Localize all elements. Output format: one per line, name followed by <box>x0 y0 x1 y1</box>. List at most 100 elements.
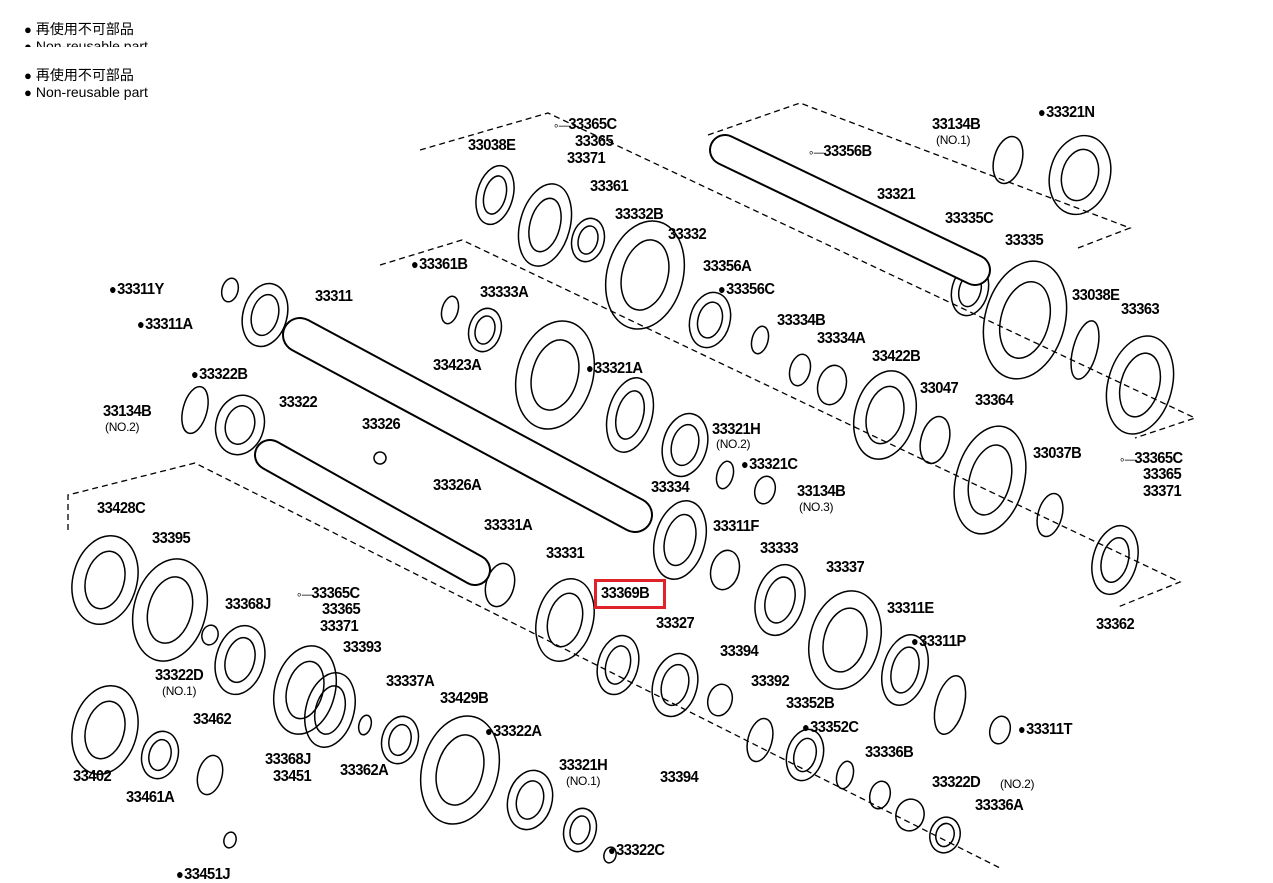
bullet-icon: ● <box>24 85 32 100</box>
part-label-33134b[interactable]: 33134B <box>932 116 981 133</box>
part-label-33451[interactable]: 33451 <box>273 768 312 785</box>
part-label-33321h[interactable]: 33321H <box>559 757 608 774</box>
part-label-33321n[interactable]: ●33321N <box>1038 104 1095 121</box>
part-number: 33365 <box>575 133 614 150</box>
part-label-33321c[interactable]: ●33321C <box>741 456 798 473</box>
part-label-33333[interactable]: 33333 <box>760 540 799 557</box>
part-label-33361[interactable]: 33361 <box>590 178 629 195</box>
part-label-33365[interactable]: 33365 <box>1143 466 1182 483</box>
part-label-33337[interactable]: 33337 <box>826 559 865 576</box>
part-label-33311y[interactable]: ●33311Y <box>109 281 164 298</box>
part-label-33365c[interactable]: ∘—33365C <box>296 585 360 604</box>
part-label-33326a[interactable]: 33326A <box>433 477 482 494</box>
part-number: 33047 <box>920 380 959 397</box>
part-label-33334[interactable]: 33334 <box>651 479 690 496</box>
part-label-33332b[interactable]: 33332B <box>615 206 664 223</box>
part-label-33335[interactable]: 33335 <box>1005 232 1044 249</box>
part-outline <box>1105 335 1175 435</box>
part-label-33322b[interactable]: ●33322B <box>191 366 248 383</box>
part-label-33393[interactable]: 33393 <box>343 639 382 656</box>
part-label-33428c[interactable]: 33428C <box>97 500 146 517</box>
part-label-33311e[interactable]: 33311E <box>887 600 934 617</box>
part-label-33371[interactable]: 33371 <box>1143 483 1182 500</box>
part-label-33356a[interactable]: 33356A <box>703 258 752 275</box>
part-label-33322a[interactable]: ●33322A <box>485 723 542 740</box>
part-label-33371[interactable]: 33371 <box>320 618 359 635</box>
part-outline <box>935 822 955 848</box>
part-label-33311f[interactable]: 33311F <box>713 518 759 535</box>
shaft-outline <box>256 441 489 584</box>
part-label-33462[interactable]: 33462 <box>193 711 232 728</box>
part-label-33361b[interactable]: ●33361B <box>411 256 468 273</box>
legend-duplicate-clipped: ●再使用不可部品 ●Non-reusable part <box>24 21 148 47</box>
part-label-33422b[interactable]: 33422B <box>872 348 921 365</box>
part-label-33134b[interactable]: 33134B <box>103 403 152 420</box>
part-outline <box>933 675 967 735</box>
part-label-33363[interactable]: 33363 <box>1121 301 1160 318</box>
part-label-33352c[interactable]: ●33352C <box>802 719 859 736</box>
part-label-33423a[interactable]: 33423A <box>433 357 482 374</box>
part-label-33037b[interactable]: 33037B <box>1033 445 1082 462</box>
part-label-33356b[interactable]: ∘—33356B <box>808 143 872 162</box>
non-reusable-bullet-icon: ● <box>718 281 726 297</box>
part-label-33334a[interactable]: 33334A <box>817 330 866 347</box>
part-label-33451j[interactable]: ●33451J <box>176 866 231 883</box>
part-outline <box>890 646 920 694</box>
part-label-33336a[interactable]: 33336A <box>975 797 1024 814</box>
part-label-33352b[interactable]: 33352B <box>786 695 835 712</box>
part-label-33322c[interactable]: ●33322C <box>608 842 665 859</box>
part-number: 33321C <box>749 456 798 473</box>
part-label-33311t[interactable]: ●33311T <box>1018 721 1073 738</box>
part-label-33333a[interactable]: 33333A <box>480 284 529 301</box>
part-label-33362a[interactable]: 33362A <box>340 762 389 779</box>
part-label-33038e[interactable]: 33038E <box>468 137 516 154</box>
part-label-33461a[interactable]: 33461A <box>126 789 175 806</box>
part-number: 33322A <box>493 723 542 740</box>
part-label-33047[interactable]: 33047 <box>920 380 959 397</box>
part-label-33356c[interactable]: ●33356C <box>718 281 775 298</box>
part-label-33335c[interactable]: 33335C <box>945 210 994 227</box>
part-label-33362[interactable]: 33362 <box>1096 616 1135 633</box>
part-label-33311a[interactable]: ●33311A <box>137 316 193 333</box>
part-label-33429b[interactable]: 33429B <box>440 690 489 707</box>
part-label-33364[interactable]: 33364 <box>975 392 1014 409</box>
part-outline <box>670 423 700 467</box>
part-label-33365[interactable]: 33365 <box>575 133 614 150</box>
part-label-33322d[interactable]: 33322D <box>155 667 204 684</box>
part-label-33371[interactable]: 33371 <box>567 150 606 167</box>
part-label-33327[interactable]: 33327 <box>656 615 695 632</box>
part-label-33331[interactable]: 33331 <box>546 545 585 562</box>
part-label-33311[interactable]: 33311 <box>315 288 353 305</box>
part-label-33402[interactable]: 33402 <box>73 768 112 785</box>
part-label-33038e[interactable]: 33038E <box>1072 287 1120 304</box>
part-label-33321h[interactable]: 33321H <box>712 421 761 438</box>
part-label-33321a[interactable]: ●33321A <box>586 360 643 377</box>
bullet-icon: ● <box>24 22 32 37</box>
part-label-33322d[interactable]: 33322D <box>932 774 981 791</box>
part-outline <box>605 377 655 453</box>
part-label-33368j[interactable]: 33368J <box>265 751 311 768</box>
part-label-33395[interactable]: 33395 <box>152 530 191 547</box>
part-label-33332[interactable]: 33332 <box>668 226 707 243</box>
part-label-33334b[interactable]: 33334B <box>777 312 826 329</box>
part-label-33394[interactable]: 33394 <box>660 769 699 786</box>
part-label-33365[interactable]: 33365 <box>322 601 361 618</box>
part-label-33392[interactable]: 33392 <box>751 673 790 690</box>
part-label-33394[interactable]: 33394 <box>720 643 759 660</box>
part-label-33337a[interactable]: 33337A <box>386 673 435 690</box>
part-outline <box>604 645 632 685</box>
part-label-33336b[interactable]: 33336B <box>865 744 914 761</box>
part-label-33321[interactable]: 33321 <box>877 186 916 203</box>
part-label-33311p[interactable]: ●33311P <box>911 633 966 650</box>
part-label-33326[interactable]: 33326 <box>362 416 401 433</box>
part-label-33331a[interactable]: 33331A <box>484 517 533 534</box>
part-label-33369b[interactable]: 33369B <box>601 585 650 602</box>
part-label-33368j[interactable]: 33368J <box>225 596 271 613</box>
part-label-33365c[interactable]: ∘—33365C <box>1119 450 1183 469</box>
part-label-33134b[interactable]: 33134B <box>797 483 846 500</box>
part-label-33322[interactable]: 33322 <box>279 394 318 411</box>
part-label-33365c[interactable]: ∘—33365C <box>553 116 617 135</box>
part-outline <box>201 624 219 646</box>
part-outline <box>868 780 892 810</box>
